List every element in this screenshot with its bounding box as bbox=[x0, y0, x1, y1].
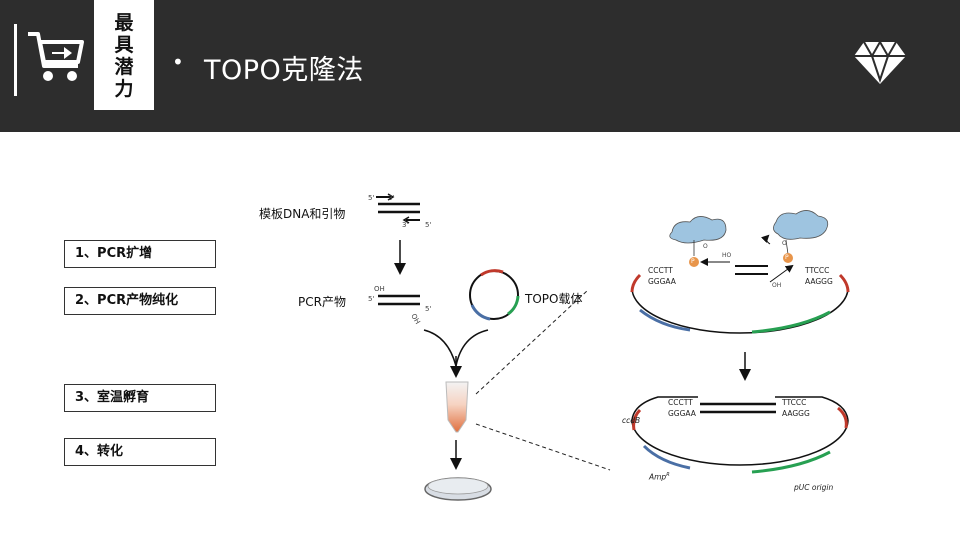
topoisomerase-right bbox=[773, 210, 829, 240]
header-divider bbox=[14, 24, 17, 96]
step-box-2: 2、PCR产物纯化 bbox=[64, 287, 216, 315]
page-title: TOPO克隆法 bbox=[204, 55, 364, 86]
topo-vector-label: TOPO载体 bbox=[525, 292, 583, 306]
ccdb-label: ccdB bbox=[622, 416, 641, 425]
left-overhang-top: CCCTT bbox=[648, 266, 673, 275]
pcr-product-label: PCR产物 bbox=[298, 295, 346, 309]
tag-char: 最 bbox=[114, 12, 134, 34]
vector-backbone-top bbox=[631, 287, 849, 334]
tag-char: 具 bbox=[114, 34, 134, 56]
tag-char: 潜 bbox=[114, 56, 134, 78]
step-box-3: 3、室温孵育 bbox=[64, 384, 216, 412]
final-right-bottom: AAGGG bbox=[782, 409, 810, 418]
topoisomerase-left bbox=[669, 216, 727, 244]
topo-cloning-diagram bbox=[376, 193, 850, 501]
left-overhang-bottom: GGGAA bbox=[648, 277, 676, 286]
right-overhang-bottom: AAGGG bbox=[805, 277, 833, 286]
phosphate-right bbox=[783, 253, 793, 263]
final-left-bottom: GGGAA bbox=[668, 409, 696, 418]
cart-icon bbox=[28, 32, 84, 81]
step-box-4: 4、转化 bbox=[64, 438, 216, 466]
tag-box: 最 具 潜 力 bbox=[94, 0, 154, 110]
amp-label: AmpR bbox=[649, 472, 670, 482]
template-label: 模板DNA和引物 bbox=[259, 207, 346, 221]
puc-origin-label: pUC origin bbox=[794, 483, 834, 492]
step-box-1: 1、PCR扩增 bbox=[64, 240, 216, 268]
right-overhang-top: TTCCC bbox=[805, 266, 830, 275]
final-left-top: CCCTT bbox=[668, 398, 693, 407]
title-bullet: • bbox=[172, 50, 184, 74]
header-bar: 最 具 潜 力 • TOPO克隆法 bbox=[0, 0, 960, 132]
diamond-logo-icon bbox=[854, 40, 906, 84]
phosphate-left bbox=[689, 257, 699, 267]
tag-char: 力 bbox=[114, 78, 134, 100]
reaction-tube bbox=[445, 381, 469, 433]
vector-backbone-bottom bbox=[631, 419, 849, 466]
final-right-top: TTCCC bbox=[782, 398, 807, 407]
